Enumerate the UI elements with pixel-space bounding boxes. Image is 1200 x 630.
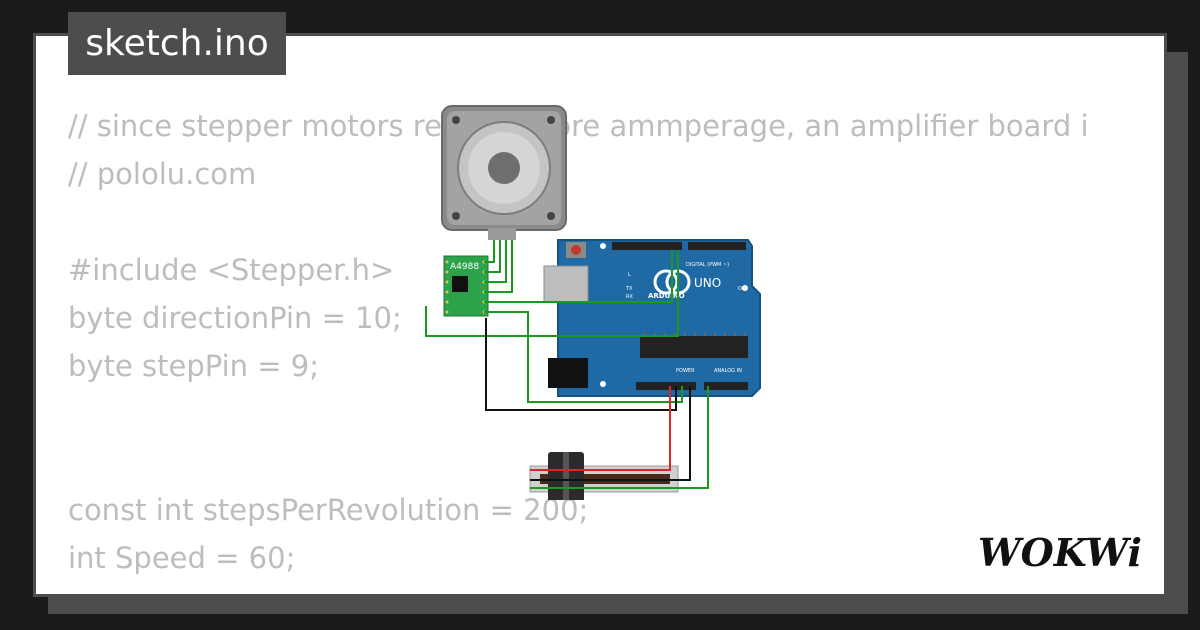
code-line: // pololu.com — [68, 157, 257, 191]
tx-label: TX — [625, 286, 633, 292]
rx-label: RX — [626, 294, 633, 300]
board-model: UNO — [694, 276, 721, 290]
logo-text: WOKWi — [978, 530, 1142, 575]
on-label: ON — [738, 286, 746, 292]
slide-potentiometer — [529, 452, 679, 500]
a4988-driver: A4988 — [443, 255, 489, 317]
analog-header-label: ANALOG IN — [714, 368, 742, 374]
power-header-label: POWER — [676, 368, 695, 374]
code-line: #include <Stepper.h> — [68, 253, 395, 287]
code-line: byte directionPin = 10; — [68, 301, 402, 335]
wokwi-logo: WOKWi — [978, 530, 1142, 575]
code-line: int Speed = 60; — [68, 541, 296, 575]
file-tab[interactable]: sketch.ino — [68, 12, 286, 75]
code-line: byte stepPin = 9; — [68, 349, 319, 383]
stepper-motor — [441, 105, 567, 240]
board-brand: ARDUINO — [648, 292, 685, 300]
driver-label: A4988 — [450, 262, 479, 272]
l-label: L — [628, 272, 631, 278]
arduino-uno: ARDUINO UNO DIGITAL (PWM ~) POWER ANALOG… — [543, 239, 761, 397]
wires — [425, 240, 709, 489]
circuit-diagram: A4988 ARDUINO UNO DIGI — [425, 105, 761, 500]
digital-header-label: DIGITAL (PWM ~) — [686, 262, 729, 268]
